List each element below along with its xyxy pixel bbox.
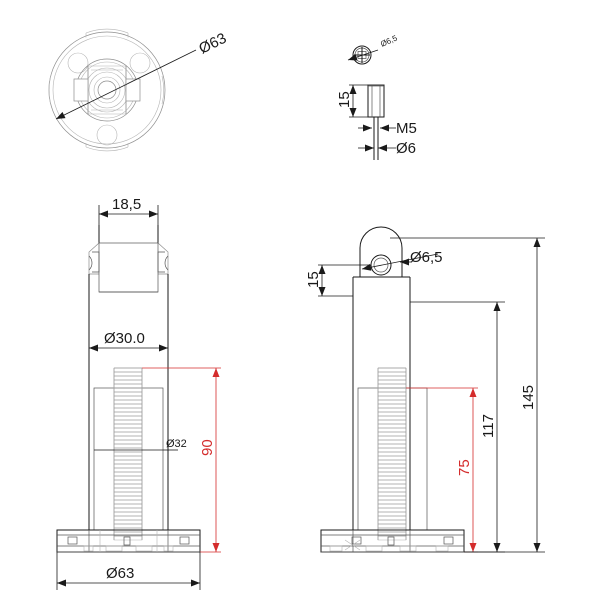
- thread-m5-label: M5: [396, 120, 417, 137]
- front-base-hole-right: [179, 536, 190, 545]
- h90-label: 90: [199, 439, 216, 456]
- dia63-front-label: Ø63: [106, 565, 134, 582]
- top-mount-hole-3: [96, 124, 118, 146]
- side-view: Ø6,5 15 75 117 145: [305, 226, 545, 553]
- top-lug-left: [73, 78, 89, 102]
- top-center-bore: [97, 80, 117, 100]
- side-base-hole-left: [351, 536, 362, 545]
- front-base-plate: [56, 529, 201, 553]
- side-base-plate: [320, 529, 465, 553]
- w185-label: 18,5: [112, 196, 141, 213]
- top-outer-circle-inner: [52, 35, 162, 145]
- dia63-top-leader: [55, 49, 197, 120]
- h75-label: 75: [456, 459, 473, 476]
- front-ear-left-curve: [88, 255, 93, 271]
- top-rim-notch-upper-edges: [85, 33, 129, 38]
- side-threaded-rod: [377, 367, 407, 541]
- front-base-hole-left: [67, 536, 78, 545]
- top-rim-notch-left: [48, 75, 51, 105]
- front-ear-left: [88, 242, 100, 275]
- screw-head-body: [367, 84, 385, 118]
- top-center-ring-3: [93, 76, 121, 104]
- dia65-screw-leader: [347, 49, 379, 61]
- h117-label: 117: [480, 414, 497, 438]
- dia300-label: Ø30.0: [104, 330, 145, 347]
- front-base-hole-center: [123, 536, 131, 546]
- front-threaded-rod: [113, 367, 143, 541]
- front-ear-right-curve: [164, 255, 169, 271]
- top-rim-notch-lower: [85, 146, 129, 152]
- top-rim-notch-right: [161, 75, 164, 105]
- side-base-hole-center: [387, 536, 395, 546]
- screw-cross-box: [357, 51, 367, 59]
- side-hole-inner: [373, 257, 389, 273]
- front-ear-right: [157, 242, 169, 275]
- h15-side-label: 15: [305, 271, 322, 288]
- front-view: 18,5 Ø30.0 Ø32 90 Ø63: [56, 196, 221, 590]
- len15-screw-label: 15: [336, 91, 353, 108]
- side-base-hole-right: [443, 536, 454, 545]
- top-mount-hole-1: [67, 52, 89, 74]
- dia6-screw-label: Ø6: [396, 140, 416, 157]
- dia65-side-label: Ø6,5: [410, 249, 443, 266]
- h145-label: 145: [520, 385, 537, 410]
- side-head-outline: [359, 226, 403, 277]
- top-rim-notch-upper: [85, 28, 129, 34]
- top-center-ring-2: [88, 71, 126, 109]
- top-lug-right: [125, 78, 141, 102]
- top-rim-notch-lower-edges: [85, 143, 129, 147]
- dia32-label: Ø32: [166, 438, 187, 450]
- top-mount-hole-2: [129, 52, 151, 74]
- screw-head-knurl: [368, 84, 384, 87]
